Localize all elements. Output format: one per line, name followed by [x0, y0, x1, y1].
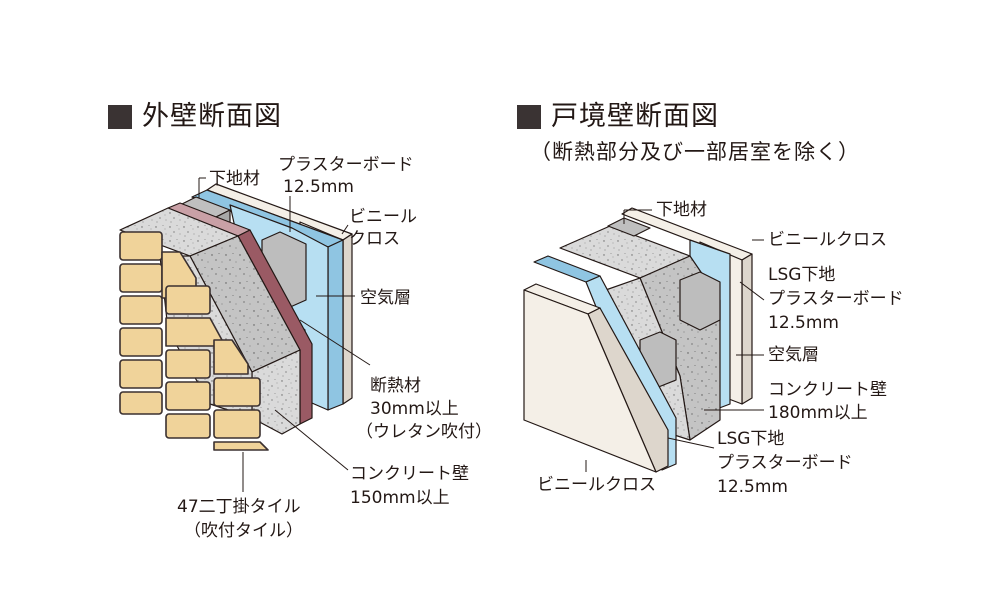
title-bullet-icon [108, 104, 132, 129]
party-right-board-face [741, 253, 753, 405]
ext-label-cloth: クロス [349, 229, 400, 249]
ext-label-concrete-thickness: 150mm以上 [350, 488, 450, 508]
party-label-concrete-wall: コンクリート壁 [768, 380, 887, 400]
exterior-title: 外壁断面図 [108, 103, 282, 130]
party-label-lsg-base-right: LSG下地 [768, 265, 836, 285]
ext-label-concrete-wall: コンクリート壁 [350, 464, 469, 484]
exterior-leaders [198, 177, 371, 492]
party-label-plaster-board-right: プラスターボード [768, 289, 904, 309]
ext-label-plaster-board: プラスターボード [278, 155, 414, 175]
party-left-board-face [523, 289, 657, 473]
title-bullet-icon [517, 104, 541, 129]
party-label-base-material: 下地材 [656, 200, 707, 220]
party-label-thickness-left: 12.5mm [717, 477, 788, 497]
exterior-title-text: 外壁断面図 [142, 101, 282, 132]
party-label-vinyl-cloth-left: ビニールクロス [537, 475, 656, 495]
party-label-plaster-board-left: プラスターボード [717, 453, 853, 473]
ext-label-insulation-thickness: 30mm以上 [370, 399, 459, 419]
ext-label-air-layer: 空気層 [360, 288, 411, 308]
ext-gypsum-face [327, 239, 344, 411]
party-label-lsg-base-left: LSG下地 [717, 429, 785, 449]
party-label-concrete-thickness: 180mm以上 [768, 403, 868, 423]
ext-label-vinyl: ビニール [349, 207, 417, 227]
ext-label-tile-note: （吹付タイル） [184, 521, 303, 541]
ext-label-tile: 47二丁掛タイル [177, 497, 301, 517]
party-stud-right [679, 271, 721, 331]
party-stud-top [607, 217, 651, 237]
party-leaders [585, 209, 765, 472]
party-label-air-layer: 空気層 [768, 345, 819, 365]
party-title: 戸境壁断面図 [517, 103, 719, 130]
party-wall-diagram [523, 207, 753, 473]
ext-board-front [342, 233, 353, 405]
ext-label-plaster-thickness: 12.5mm [283, 177, 354, 197]
ext-label-base-material: 下地材 [209, 169, 260, 189]
ext-label-insulation-note: （ウレタン吹付） [356, 422, 492, 442]
party-label-vinyl-cloth-right: ビニールクロス [768, 230, 887, 250]
ext-tiles [119, 231, 269, 451]
ext-label-insulation: 断熱材 [370, 376, 421, 396]
party-subtitle: （断熱部分及び一部居室を除く） [530, 140, 860, 164]
party-label-thickness-right: 12.5mm [768, 313, 839, 333]
party-title-text: 戸境壁断面図 [551, 101, 719, 132]
exterior-wall-diagram [119, 183, 353, 451]
